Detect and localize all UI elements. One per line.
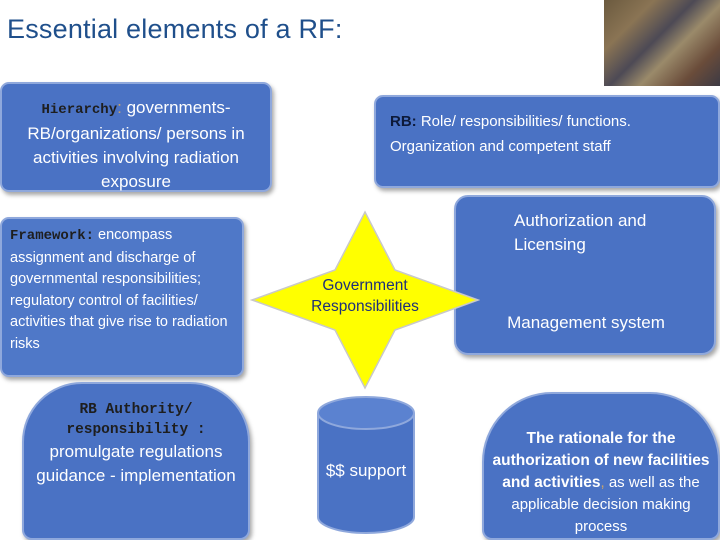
hierarchy-box: Hierarchy: governments- RB/organizations…	[0, 82, 272, 192]
rb-label: RB:	[390, 113, 417, 130]
framework-text: encompass assignment and discharge of go…	[10, 227, 228, 352]
framework-box: Framework: encompass assignment and disc…	[0, 217, 244, 377]
iaea-logo: IAEA	[556, 8, 602, 58]
rb-authority-box: RB Authority/ responsibility : promulgat…	[22, 382, 250, 540]
authorization-box: Authorization and Licensing Management s…	[454, 195, 716, 355]
hierarchy-colon: :	[117, 98, 122, 117]
hierarchy-text: governments- RB/organizations/ persons i…	[27, 98, 245, 191]
rb-box: RB: Role/ responsibilities/ functions. O…	[374, 95, 720, 188]
historical-painting-image	[604, 0, 720, 86]
support-cylinder-shape	[317, 396, 415, 534]
management-system-text: Management system	[507, 313, 665, 332]
government-star-shape	[250, 210, 480, 390]
rationale-label: The rationale for the authorization of n…	[492, 430, 710, 491]
rationale-text: as well as the applicable decision makin…	[511, 474, 700, 535]
authorization-text: Authorization and Licensing	[514, 211, 647, 254]
framework-label: Framework:	[10, 228, 95, 244]
rb-text: Role/ responsibilities/ functions. Organ…	[390, 113, 631, 155]
rationale-box: The rationale for the authorization of n…	[482, 392, 720, 540]
hierarchy-label: Hierarchy	[41, 102, 118, 118]
atom-icon	[562, 13, 596, 43]
government-responsibilities-text: Government Responsibilities	[311, 277, 419, 315]
logo-text: IAEA	[567, 47, 591, 58]
rationale-comma: ,	[600, 474, 605, 491]
support-text: $$ support	[325, 461, 407, 480]
rb-authority-text: promulgate regulations guidance - implem…	[36, 442, 236, 485]
slide-title: Essential elements of a RF:	[7, 14, 343, 44]
rb-authority-label: RB Authority/ responsibility :	[66, 402, 206, 438]
